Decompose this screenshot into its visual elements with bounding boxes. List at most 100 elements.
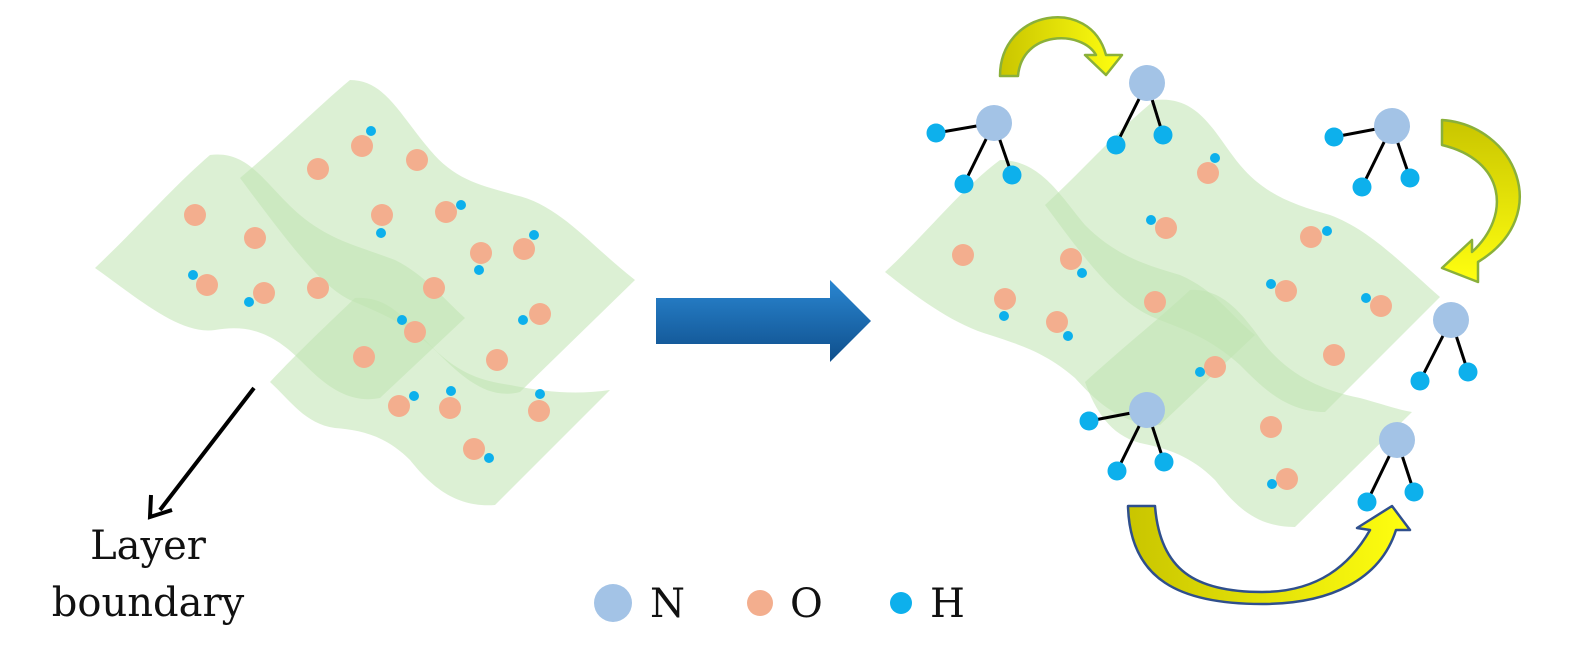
hydrogen-atom xyxy=(1404,482,1424,502)
oxygen-atom xyxy=(528,400,550,422)
legend-item-nitrogen: N xyxy=(594,581,685,627)
hydrogen-atom xyxy=(1154,452,1174,472)
nitrogen-atom xyxy=(1129,392,1165,428)
hydrogen-atom xyxy=(1153,125,1173,145)
legend-oxygen-swatch xyxy=(747,590,773,616)
hydrogen-atom xyxy=(954,174,974,194)
hydrogen-atom xyxy=(1063,331,1073,341)
oxygen-atom xyxy=(404,321,426,343)
oxygen-atom xyxy=(1197,162,1219,184)
layer-boundary-label-line1: Layer xyxy=(90,523,207,569)
nitrogen-atom xyxy=(1433,302,1469,338)
hydrogen-atom xyxy=(1195,367,1205,377)
nitrogen-atom xyxy=(1379,422,1415,458)
legend: N O H xyxy=(594,581,965,627)
transition-arrow xyxy=(656,280,871,362)
left-layer-stack xyxy=(95,80,635,506)
oxygen-atom xyxy=(353,346,375,368)
hydrogen-atom xyxy=(397,315,407,325)
ammonia-molecule xyxy=(1079,392,1174,481)
oxygen-atom xyxy=(244,227,266,249)
ammonia-molecule xyxy=(1357,422,1424,512)
left-hydrogen-atoms xyxy=(188,126,545,463)
legend-nitrogen-swatch xyxy=(594,584,632,622)
ammonia-molecule xyxy=(1410,302,1478,391)
hydrogen-atom xyxy=(409,391,419,401)
oxygen-atom xyxy=(253,282,275,304)
hydrogen-atom xyxy=(529,230,539,240)
right-hydrogen-atoms xyxy=(999,153,1371,489)
hydrogen-atom xyxy=(1266,279,1276,289)
oxygen-atom xyxy=(196,274,218,296)
hydrogen-atom xyxy=(188,270,198,280)
nitrogen-atom xyxy=(1374,108,1410,144)
hydrogen-atom xyxy=(1400,168,1420,188)
hydrogen-atom xyxy=(484,453,494,463)
oxygen-atom xyxy=(1370,295,1392,317)
oxygen-atom xyxy=(1275,280,1297,302)
oxygen-atom xyxy=(994,288,1016,310)
legend-hydrogen-label: H xyxy=(930,581,965,627)
hydrogen-atom xyxy=(244,297,254,307)
hydrogen-atom xyxy=(518,315,528,325)
layer-boundary-label-line2: boundary xyxy=(52,580,245,626)
curved-arrow-bottom xyxy=(1126,504,1412,606)
hydrogen-atom xyxy=(456,200,466,210)
nitrogen-atom xyxy=(1129,65,1165,101)
oxygen-atom xyxy=(529,303,551,325)
nitrogen-atom xyxy=(976,105,1012,141)
ammonia-molecule xyxy=(1324,108,1420,197)
oxygen-atom xyxy=(486,349,508,371)
hydrogen-atom xyxy=(446,386,456,396)
legend-item-hydrogen: H xyxy=(890,581,965,627)
hydrogen-atom xyxy=(1352,177,1372,197)
hydrogen-atom xyxy=(1324,127,1344,147)
curved-arrow-top xyxy=(998,16,1124,78)
hydrogen-atom xyxy=(1079,411,1099,431)
oxygen-atom xyxy=(439,397,461,419)
hydrogen-atom xyxy=(1107,461,1127,481)
legend-oxygen-label: O xyxy=(790,581,823,627)
hydrogen-atom xyxy=(1077,268,1087,278)
oxygen-atom xyxy=(1204,356,1226,378)
oxygen-atom xyxy=(307,277,329,299)
legend-item-oxygen: O xyxy=(747,581,823,627)
hydrogen-atom xyxy=(1357,492,1377,512)
oxygen-atom xyxy=(1260,416,1282,438)
oxygen-atom xyxy=(184,204,206,226)
hydrogen-atom xyxy=(376,228,386,238)
ammonia-molecule xyxy=(1106,65,1173,155)
oxygen-atom xyxy=(952,244,974,266)
hydrogen-atom xyxy=(1106,135,1126,155)
left-layer-sheet-front xyxy=(270,297,610,506)
hydrogen-atom xyxy=(1322,226,1332,236)
hydrogen-atom xyxy=(926,123,946,143)
legend-nitrogen-label: N xyxy=(650,581,685,627)
oxygen-atom xyxy=(1323,344,1345,366)
ammonia-molecules xyxy=(926,65,1478,512)
hydrogen-atom xyxy=(1146,215,1156,225)
oxygen-atom xyxy=(1300,226,1322,248)
oxygen-atom xyxy=(463,438,485,460)
right-oxygen-atoms xyxy=(952,162,1392,490)
oxygen-atom xyxy=(388,395,410,417)
oxygen-atom xyxy=(1276,468,1298,490)
hydrogen-atom xyxy=(1267,479,1277,489)
oxygen-atom xyxy=(513,238,535,260)
hydrogen-atom xyxy=(366,126,376,136)
hydrogen-atom xyxy=(1458,362,1478,382)
hydrogen-atom xyxy=(1361,293,1371,303)
oxygen-atom xyxy=(406,149,428,171)
oxygen-atom xyxy=(307,158,329,180)
hydrogen-atom xyxy=(535,389,545,399)
ammonia-molecule xyxy=(926,105,1022,194)
oxygen-atom xyxy=(470,242,492,264)
hydrogen-atom xyxy=(1210,153,1220,163)
right-layer-sheet-middle xyxy=(1045,99,1440,412)
left-oxygen-atoms xyxy=(184,135,551,460)
hydrogen-atom xyxy=(999,311,1009,321)
oxygen-atom xyxy=(423,277,445,299)
hydrogen-atom xyxy=(1002,165,1022,185)
oxygen-atom xyxy=(1144,291,1166,313)
